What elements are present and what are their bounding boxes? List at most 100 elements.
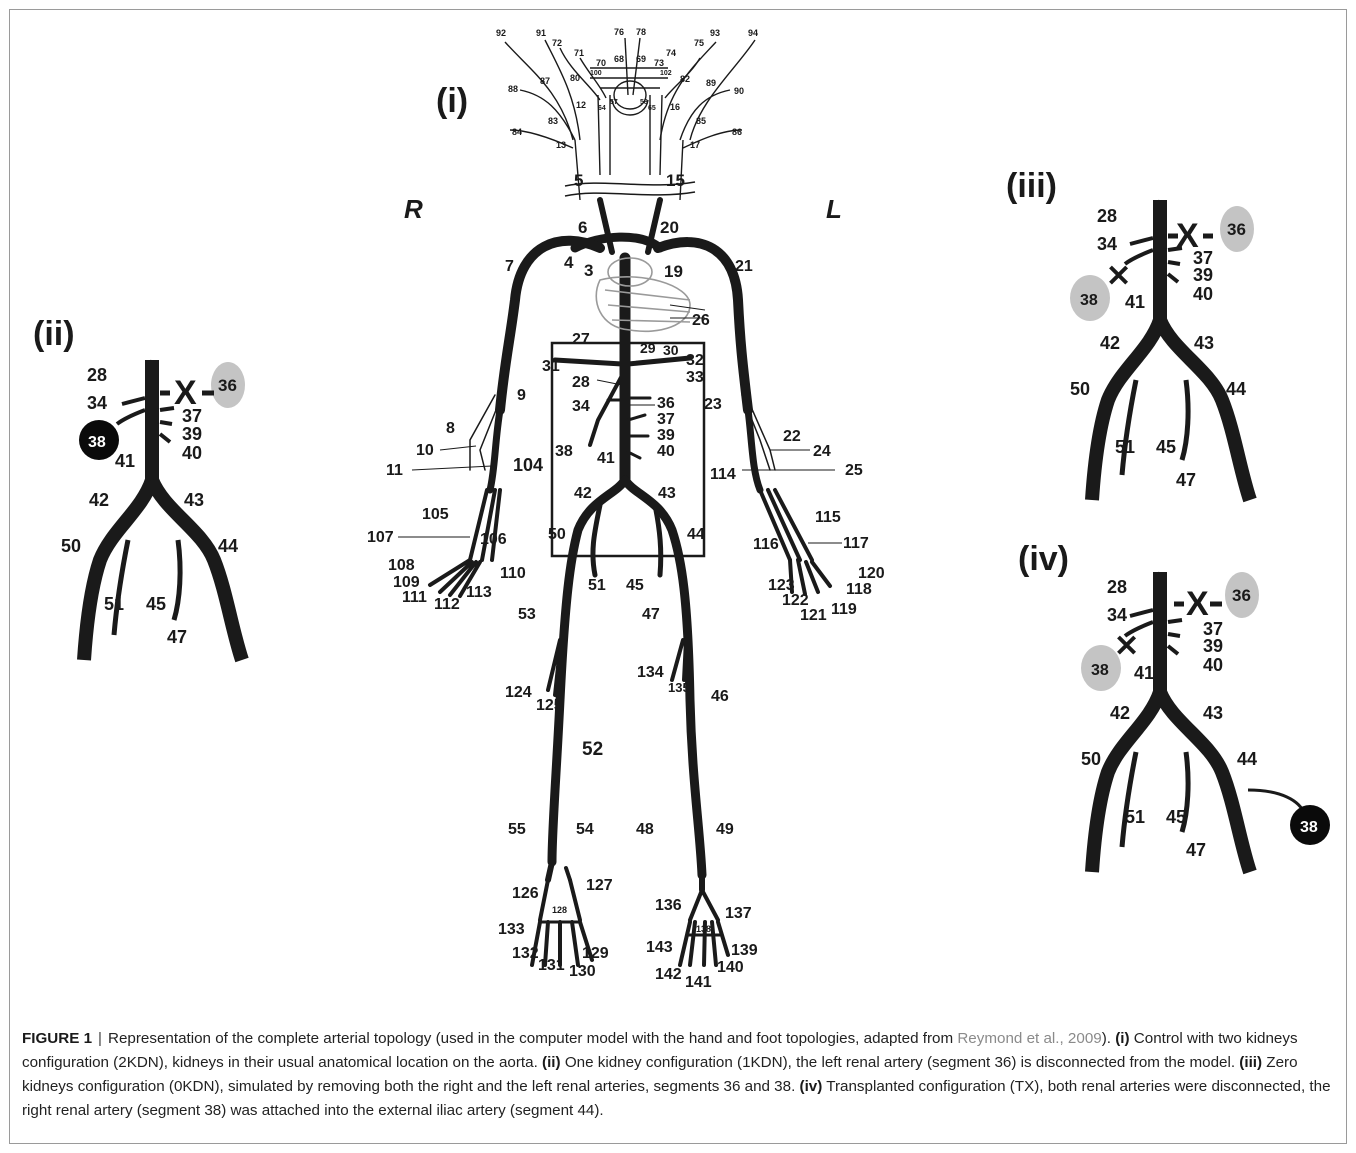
seg-54: 54 <box>576 821 594 838</box>
panel-ii-one-kidney: (ii) 36 38 X 28 34 37 39 40 41 42 43 50 … <box>33 315 245 660</box>
ii-seg-45: 45 <box>146 594 166 614</box>
iv-seg-43: 43 <box>1203 703 1223 723</box>
seg-106: 106 <box>480 531 507 548</box>
iv-seg-41: 41 <box>1134 663 1154 683</box>
seg-100: 100 <box>590 70 602 77</box>
seg-49: 49 <box>716 821 734 838</box>
kidney-36-label: 36 <box>1232 586 1251 605</box>
seg-69: 69 <box>636 54 646 64</box>
panel-iv-transplanted: (iv) 36 38 38 X ✕ 28 34 37 39 40 41 42 4… <box>1018 540 1330 872</box>
seg-43: 43 <box>658 485 676 502</box>
seg-8: 8 <box>446 420 455 437</box>
seg-31: 31 <box>542 358 560 375</box>
seg-80: 80 <box>570 73 580 83</box>
seg-127: 127 <box>586 877 613 894</box>
kidney-38-label: 38 <box>88 434 106 451</box>
seg-25: 25 <box>845 462 863 479</box>
ii-seg-40: 40 <box>182 443 202 463</box>
seg-111: 111 <box>402 589 427 606</box>
seg-5: 5 <box>574 171 583 190</box>
ii-seg-37: 37 <box>182 406 202 426</box>
seg-44: 44 <box>687 526 705 543</box>
caption-label: FIGURE 1 <box>22 1030 92 1047</box>
caption-ii-text: One kidney configuration (1KDN), the lef… <box>561 1054 1240 1071</box>
seg-36: 36 <box>657 395 675 412</box>
seg-22: 22 <box>783 428 801 445</box>
panel-label-i: (i) <box>436 82 468 120</box>
ii-seg-41: 41 <box>115 451 135 471</box>
seg-117: 117 <box>843 535 869 552</box>
kidney-38-label: 38 <box>1091 662 1109 679</box>
seg-72: 72 <box>552 38 562 48</box>
seg-34: 34 <box>572 398 590 415</box>
seg-85: 85 <box>696 116 706 126</box>
panel-label-iv: (iv) <box>1018 540 1069 578</box>
seg-107: 107 <box>367 529 394 546</box>
caption-i-label: (i) <box>1115 1030 1129 1047</box>
seg-27: 27 <box>572 331 590 348</box>
disconnect-mark-iv: X <box>1186 585 1209 623</box>
head-neck-vessels <box>505 38 755 200</box>
ii-seg-28: 28 <box>87 365 107 385</box>
seg-116: 116 <box>753 536 779 553</box>
seg-113: 113 <box>466 584 492 601</box>
seg-86: 86 <box>732 127 742 137</box>
seg-94: 94 <box>748 28 758 38</box>
kidney-36-label: 36 <box>1227 220 1246 239</box>
seg-47: 47 <box>642 606 660 623</box>
iii-seg-42: 42 <box>1100 333 1120 353</box>
seg-70: 70 <box>596 58 606 68</box>
ii-seg-34: 34 <box>87 393 107 413</box>
seg-57: 57 <box>610 99 618 106</box>
seg-84: 84 <box>512 127 522 137</box>
seg-120: 120 <box>858 565 885 582</box>
kidney-38-label: 38 <box>1080 292 1098 309</box>
caption-intro-end: ). <box>1102 1030 1111 1047</box>
iv-seg-40: 40 <box>1203 655 1223 675</box>
seg-115: 115 <box>815 509 841 526</box>
seg-38: 38 <box>555 443 573 460</box>
seg-104: 104 <box>513 455 543 475</box>
iv-seg-51: 51 <box>1125 807 1145 827</box>
seg-39: 39 <box>657 427 675 444</box>
seg-48: 48 <box>636 821 654 838</box>
seg-136: 136 <box>655 897 682 914</box>
seg-17: 17 <box>690 140 700 150</box>
seg-121: 121 <box>800 607 827 624</box>
side-label-left: L <box>826 194 842 224</box>
iii-seg-44: 44 <box>1226 379 1246 399</box>
seg-76: 76 <box>614 27 624 37</box>
side-label-right: R <box>404 194 423 224</box>
iii-seg-50: 50 <box>1070 379 1090 399</box>
seg-91: 91 <box>536 28 546 38</box>
caption-intro: Representation of the complete arterial … <box>108 1030 957 1047</box>
iii-seg-45: 45 <box>1156 437 1176 457</box>
seg-124: 124 <box>505 684 532 701</box>
seg-23: 23 <box>704 396 722 413</box>
seg-142: 142 <box>655 966 682 983</box>
iv-seg-44: 44 <box>1237 749 1257 769</box>
seg-21: 21 <box>735 258 753 275</box>
seg-119: 119 <box>831 601 857 618</box>
seg-10: 10 <box>416 442 434 459</box>
reference-link[interactable]: Reymond et al., 2009 <box>957 1030 1101 1047</box>
caption-iii-label: (iii) <box>1239 1054 1262 1071</box>
iii-seg-40: 40 <box>1193 284 1213 304</box>
iv-seg-45: 45 <box>1166 807 1186 827</box>
inset-ii-vessels <box>84 360 242 660</box>
panel-label-iii: (iii) <box>1006 167 1057 205</box>
caption-separator: | <box>92 1030 108 1047</box>
seg-141: 141 <box>685 974 712 991</box>
panel-iii-zero-kidneys: (iii) 36 38 X ✕ 28 34 37 39 40 41 42 43 … <box>1006 167 1254 500</box>
seg-7: 7 <box>505 258 514 275</box>
seg-143: 143 <box>646 939 673 956</box>
seg-55: 55 <box>508 821 526 838</box>
seg-46: 46 <box>711 688 729 705</box>
iv-seg-47: 47 <box>1186 840 1206 860</box>
seg-24: 24 <box>813 443 831 460</box>
seg-74: 74 <box>666 48 676 58</box>
seg-20: 20 <box>660 218 679 237</box>
seg-105: 105 <box>422 506 449 523</box>
seg-126: 126 <box>512 885 539 902</box>
iv-seg-50: 50 <box>1081 749 1101 769</box>
